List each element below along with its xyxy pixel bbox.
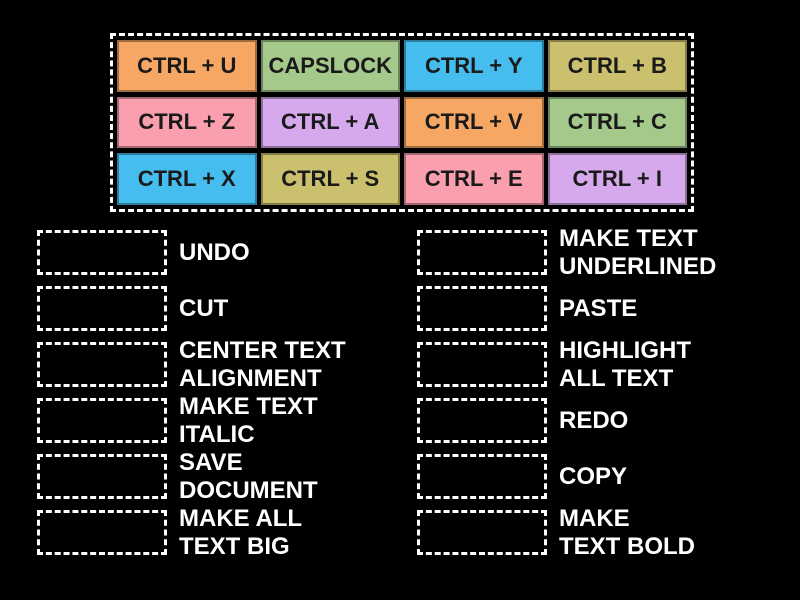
answer-slot[interactable] (417, 286, 547, 331)
match-row: MAKE ALL TEXT BIG (37, 505, 346, 560)
match-column-right: MAKE TEXT UNDERLINED PASTE HIGHLIGHT ALL… (417, 225, 716, 566)
answer-slot[interactable] (37, 398, 167, 443)
match-label: UNDO (179, 238, 250, 266)
key-tile[interactable]: CTRL + C (547, 96, 687, 149)
key-tile[interactable]: CTRL + E (404, 153, 544, 205)
match-row: REDO (417, 398, 716, 443)
key-tile[interactable]: CTRL + Y (404, 40, 544, 92)
answer-slot[interactable] (37, 342, 167, 387)
answer-slot[interactable] (37, 286, 167, 331)
match-label: PASTE (559, 294, 638, 322)
answer-slot[interactable] (37, 454, 167, 499)
match-row: CUT (37, 286, 346, 331)
match-label: SAVE DOCUMENT (179, 448, 318, 504)
answer-slot[interactable] (417, 398, 547, 443)
match-column-left: UNDO CUT CENTER TEXT ALIGNMENT MAKE TEXT… (37, 230, 346, 566)
match-label: CUT (179, 294, 229, 322)
answer-slot[interactable] (417, 510, 547, 555)
match-label: COPY (559, 462, 628, 490)
key-tile[interactable]: CAPSLOCK (260, 40, 400, 92)
match-row: UNDO (37, 230, 346, 275)
match-label: HIGHLIGHT ALL TEXT (559, 336, 691, 392)
key-tile[interactable]: CTRL + X (117, 153, 257, 205)
key-tile[interactable]: CTRL + Z (117, 96, 257, 149)
key-tile[interactable]: CTRL + A (260, 96, 400, 149)
match-label: REDO (559, 406, 629, 434)
match-row: MAKE TEXT UNDERLINED (417, 225, 716, 280)
match-row: COPY (417, 454, 716, 499)
key-tile[interactable]: CTRL + U (117, 40, 257, 92)
match-label: MAKE TEXT ITALIC (179, 392, 318, 448)
match-label: MAKE ALL TEXT BIG (179, 504, 303, 560)
match-row: CENTER TEXT ALIGNMENT (37, 337, 346, 392)
key-tile[interactable]: CTRL + S (260, 153, 400, 205)
answer-slot[interactable] (37, 510, 167, 555)
match-label: CENTER TEXT ALIGNMENT (179, 336, 346, 392)
match-row: SAVE DOCUMENT (37, 449, 346, 504)
answer-slot[interactable] (417, 454, 547, 499)
match-label: MAKE TEXT BOLD (559, 504, 695, 560)
match-row: MAKE TEXT ITALIC (37, 393, 346, 448)
match-label: MAKE TEXT UNDERLINED (559, 224, 717, 280)
key-tile[interactable]: CTRL + B (547, 40, 687, 92)
answer-slot[interactable] (417, 230, 547, 275)
match-row: MAKE TEXT BOLD (417, 505, 716, 560)
match-row: PASTE (417, 286, 716, 331)
match-row: HIGHLIGHT ALL TEXT (417, 337, 716, 392)
answer-slot[interactable] (417, 342, 547, 387)
answer-slot[interactable] (37, 230, 167, 275)
keys-pool: CTRL + U CAPSLOCK CTRL + Y CTRL + B CTRL… (110, 33, 694, 212)
key-tile[interactable]: CTRL + I (547, 153, 687, 205)
key-tile[interactable]: CTRL + V (404, 96, 544, 149)
